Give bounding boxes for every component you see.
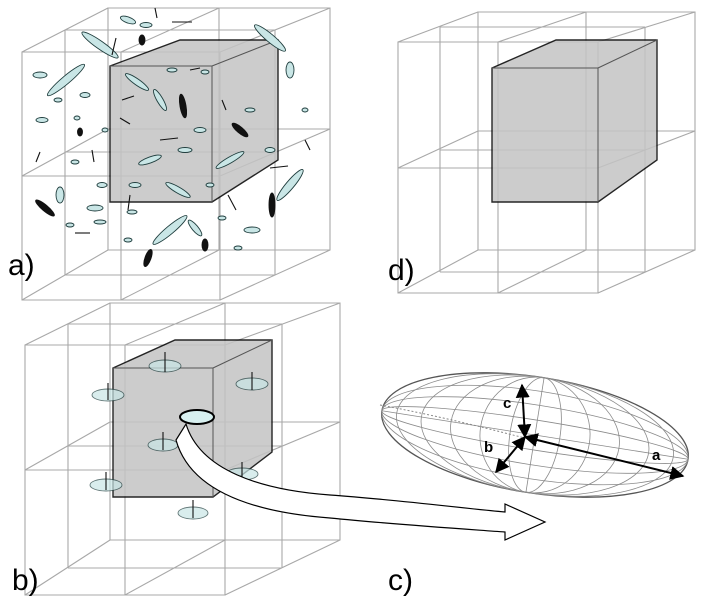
panel-b: b) <box>12 302 547 597</box>
axis-label-a: a <box>652 447 661 464</box>
ellipsoid-mesh <box>379 372 690 498</box>
panel-c: a b c c) <box>379 372 690 597</box>
panel-label-a: a) <box>8 249 35 282</box>
panel-a: a) <box>8 7 331 301</box>
semi-axes <box>495 383 685 480</box>
axis-b-arrow <box>495 435 526 474</box>
inclusions-a <box>32 7 311 267</box>
panel-label-d: d) <box>388 254 415 287</box>
axis-c-arrow <box>515 383 532 439</box>
magnification-arrow <box>175 422 547 541</box>
axis-a-arrow <box>523 433 685 480</box>
axis-label-b: b <box>484 439 493 456</box>
highlighted-cell-d <box>491 39 658 203</box>
panel-d: d) <box>388 11 696 294</box>
panel-label-c: c) <box>388 564 413 597</box>
selected-inclusion <box>179 409 215 425</box>
panel-label-b: b) <box>12 564 39 597</box>
highlighted-cell-a <box>109 39 279 203</box>
axis-label-c: c <box>503 395 511 412</box>
